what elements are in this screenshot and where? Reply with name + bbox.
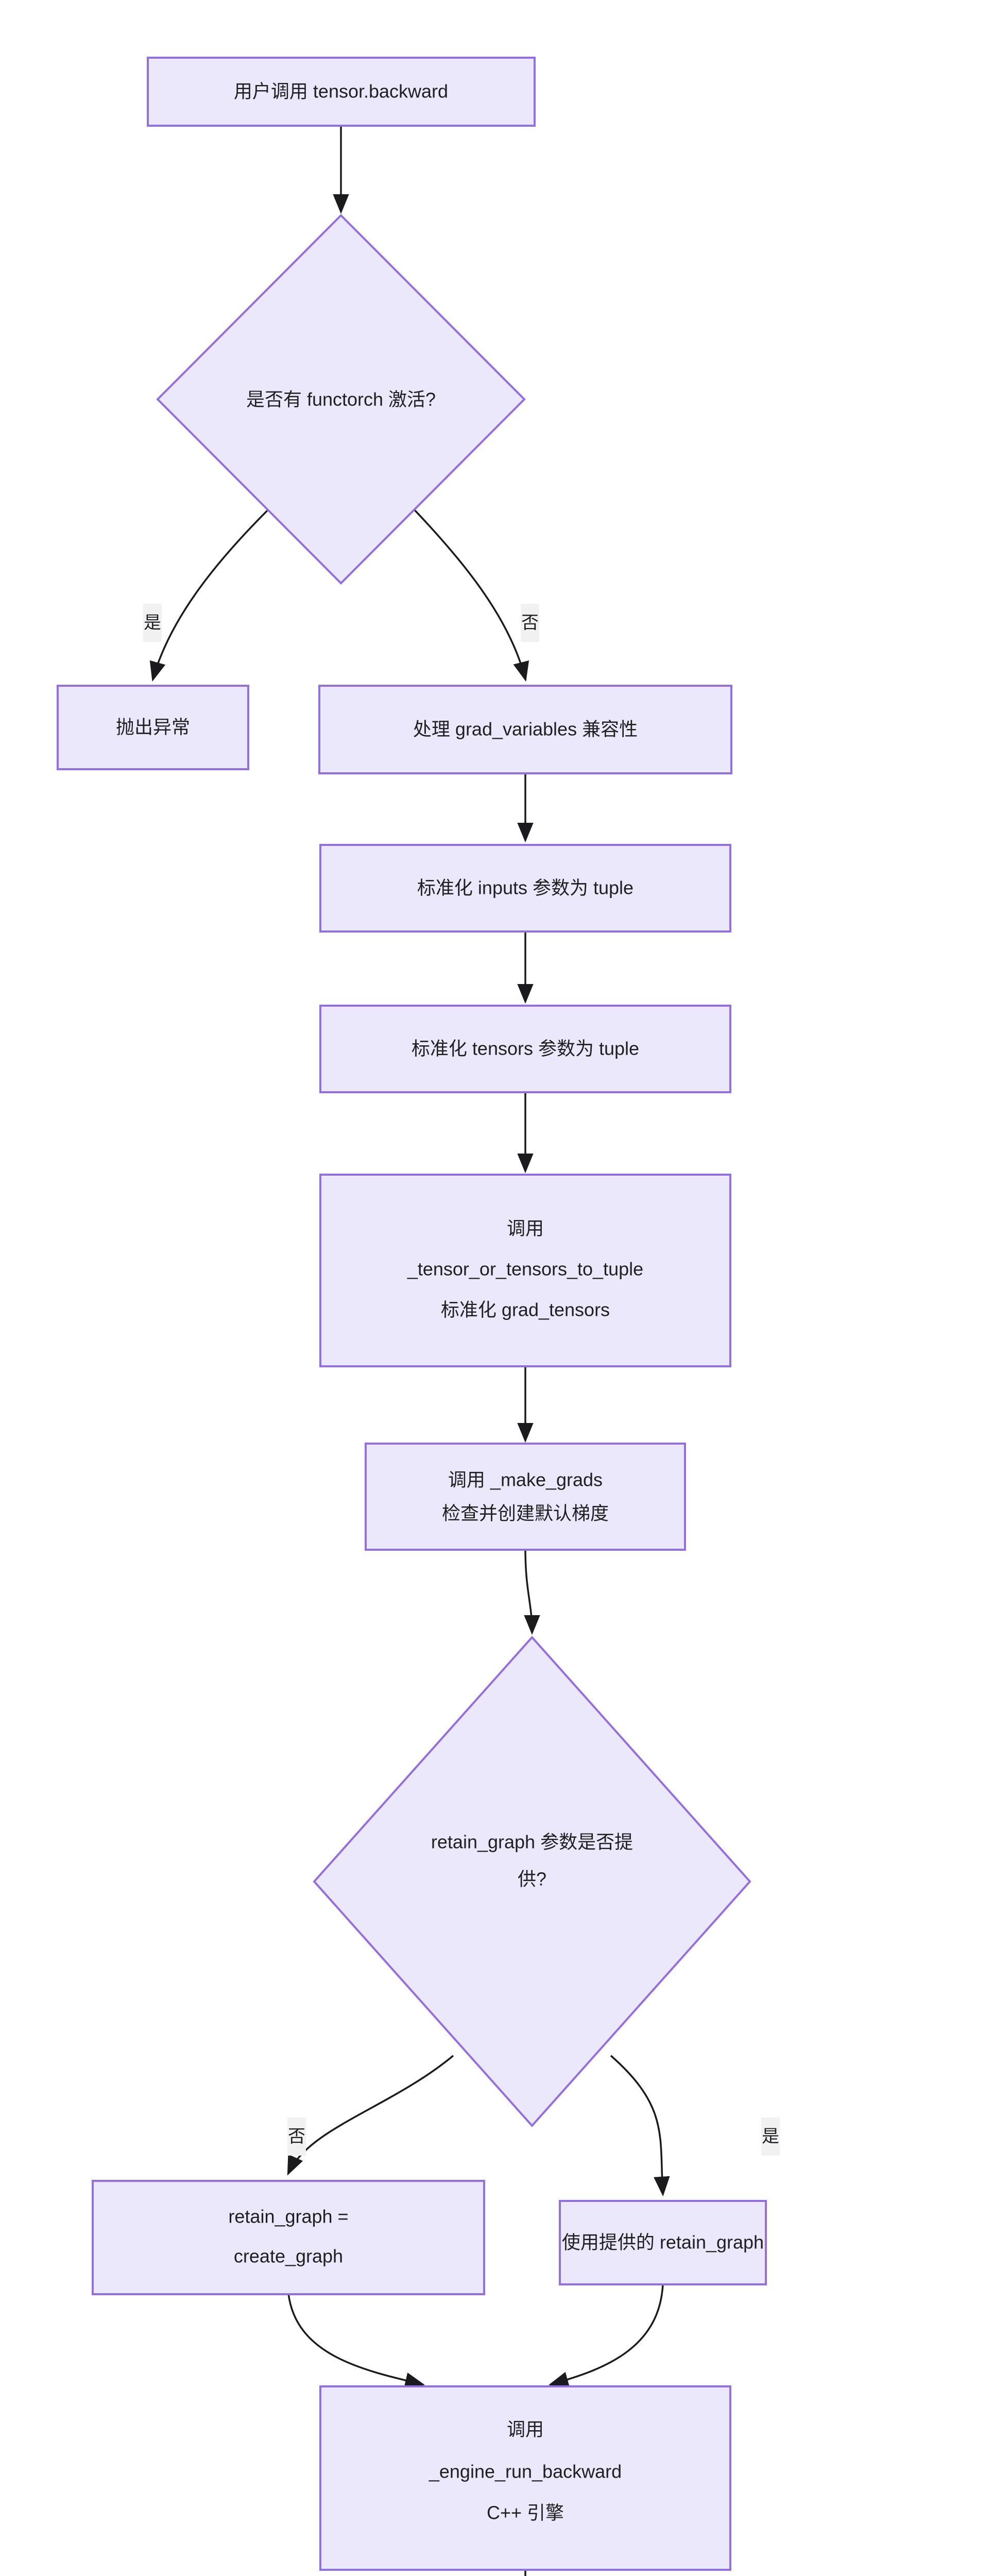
node-label: 处理 grad_variables 兼容性: [413, 719, 638, 740]
node-retain-graph-equals-create-graph[interactable]: retain_graph = create_graph: [92, 2180, 485, 2295]
node-throw-exception[interactable]: 抛出异常: [57, 685, 249, 770]
edge-n9-n11: [610, 2055, 670, 2197]
node-label: 标准化 tensors 参数为 tuple: [412, 1038, 639, 1059]
node-label-line-2: _engine_run_backward: [429, 2461, 622, 2482]
node-label-line-1: 调用 _make_grads: [448, 1469, 603, 1490]
node-shape-rect[interactable]: [365, 1443, 686, 1551]
node-shape-rect[interactable]: [319, 1005, 731, 1093]
node-label-line-2: _tensor_or_tensors_to_tuple: [407, 1259, 643, 1280]
node-normalize-inputs-tuple[interactable]: 标准化 inputs 参数为 tuple: [319, 844, 731, 933]
edge-label-yes-retaingraph: 是: [761, 2117, 780, 2156]
node-label-line-2: create_graph: [234, 2246, 343, 2267]
node-decision-functorch-active[interactable]: 是否有 functorch 激活?: [156, 214, 526, 585]
edge-label-text: 是: [762, 2127, 779, 2146]
node-label-line-1: retain_graph 参数是否提: [431, 1832, 633, 1853]
node-label-line-2: 检查并创建默认梯度: [442, 1503, 609, 1524]
node-call-engine-run-backward[interactable]: 调用 _engine_run_backward C++ 引擎: [319, 2385, 731, 2571]
node-use-provided-retain-graph[interactable]: 使用提供的 retain_graph: [559, 2200, 767, 2285]
node-shape-rect[interactable]: [319, 1174, 731, 1367]
node-shape-diamond[interactable]: [156, 214, 526, 585]
edge-labels-layer: 是 否 否 是: [143, 604, 780, 2156]
edges-layer: [149, 126, 670, 2576]
edge-n10-n12: [287, 2293, 425, 2388]
edge-label-text: 否: [521, 613, 539, 633]
node-shape-rect[interactable]: [559, 2200, 767, 2285]
node-shape-rect[interactable]: [147, 57, 536, 127]
node-shape-rect[interactable]: [319, 844, 731, 933]
node-label: 抛出异常: [116, 717, 190, 738]
edge-label-background: [761, 2117, 780, 2156]
node-label-line-3: 标准化 grad_tensors: [441, 1299, 610, 1320]
edge-n9-n10: [287, 2055, 454, 2176]
edge-label-background: [143, 604, 162, 642]
edge-n2-n3: [149, 509, 269, 682]
node-shape-rect[interactable]: [92, 2180, 485, 2295]
node-call-tensor-or-tensors-to-tuple[interactable]: 调用 _tensor_or_tensors_to_tuple 标准化 grad_…: [319, 1174, 731, 1367]
edge-label-no-functorch: 否: [521, 604, 539, 642]
edge-n8-n9: [524, 1548, 540, 1635]
node-label-line-1: 调用: [507, 1218, 544, 1239]
node-label-line-1: 调用: [507, 2419, 544, 2440]
edge-label-yes-functorch: 是: [143, 604, 162, 642]
nodes-layer: 用户调用 tensor.backward 是否有 functorch 激活? 抛…: [57, 57, 767, 2571]
edge-label-background: [287, 2117, 306, 2156]
node-label: 标准化 inputs 参数为 tuple: [417, 877, 634, 899]
node-label: 用户调用 tensor.backward: [234, 81, 448, 102]
node-shape-diamond[interactable]: [313, 1635, 751, 2128]
node-label-line-3: C++ 引擎: [487, 2502, 564, 2523]
edge-label-text: 是: [144, 613, 161, 633]
node-decision-retain-graph-provided[interactable]: retain_graph 参数是否提 供?: [313, 1635, 751, 2128]
node-user-call-backward[interactable]: 用户调用 tensor.backward: [147, 57, 536, 127]
node-label: 使用提供的 retain_graph: [562, 2232, 764, 2253]
node-label: 是否有 functorch 激活?: [246, 389, 436, 410]
edge-label-background: [521, 604, 539, 642]
node-label-line-2: 供?: [518, 1869, 546, 1890]
edge-label-text: 否: [288, 2127, 305, 2146]
edge-n11-n12: [548, 2284, 664, 2388]
node-shape-rect[interactable]: [319, 2385, 731, 2571]
node-call-make-grads[interactable]: 调用 _make_grads 检查并创建默认梯度: [365, 1443, 686, 1551]
node-shape-rect[interactable]: [318, 685, 732, 774]
edge-n2-n4: [414, 509, 529, 682]
node-handle-grad-variables-compat[interactable]: 处理 grad_variables 兼容性: [318, 685, 732, 774]
node-shape-rect[interactable]: [57, 685, 249, 770]
node-label-line-1: retain_graph =: [228, 2206, 348, 2227]
node-normalize-tensors-tuple[interactable]: 标准化 tensors 参数为 tuple: [319, 1005, 731, 1093]
edge-label-no-retaingraph: 否: [287, 2117, 306, 2156]
